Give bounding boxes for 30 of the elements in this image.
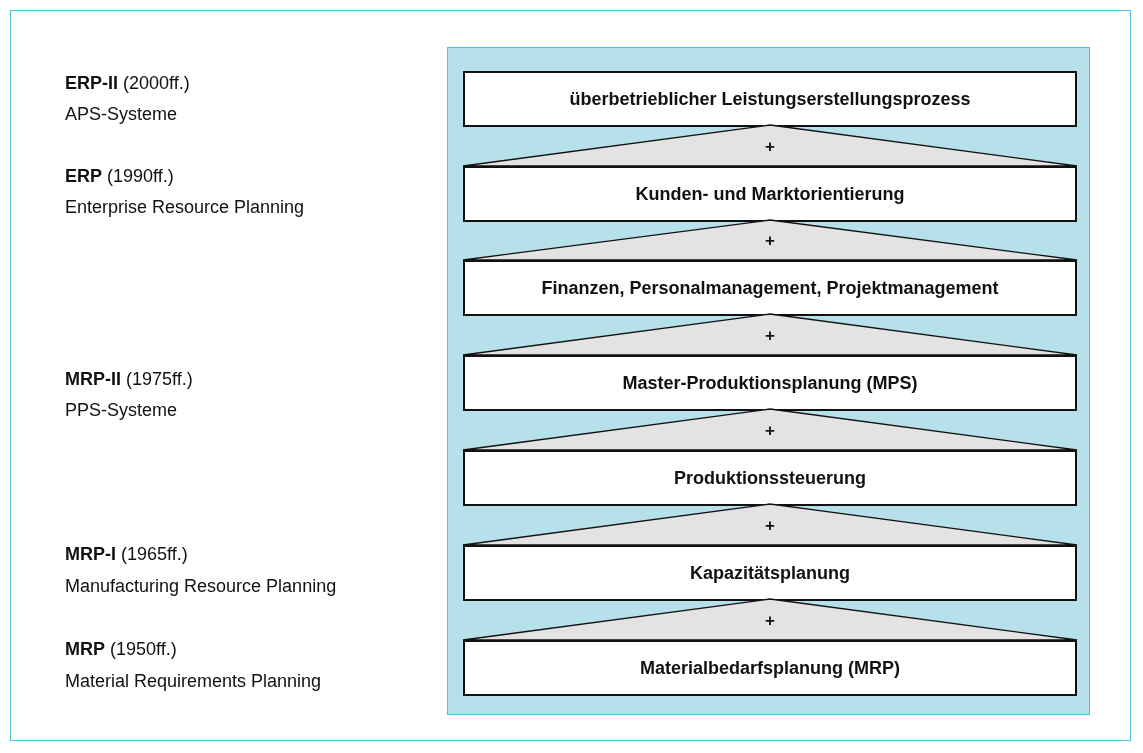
era-heading: ERP (1990ff.) bbox=[65, 166, 174, 187]
system-name: Material Requirements Planning bbox=[65, 671, 322, 692]
system-name: Enterprise Resource Planning bbox=[65, 197, 305, 218]
system-name: PPS-Systeme bbox=[65, 400, 178, 421]
era-heading: ERP-II (2000ff.) bbox=[65, 73, 190, 94]
triangle-connector bbox=[463, 409, 1077, 450]
plus-sign: + bbox=[765, 420, 775, 441]
process-box: Kunden- und Marktorientierung bbox=[463, 166, 1077, 222]
process-box: Produktionssteuerung bbox=[463, 450, 1077, 506]
process-box: überbetrieblicher Leistungserstellungsprozess bbox=[463, 71, 1077, 127]
triangle-connector bbox=[463, 220, 1077, 260]
plus-sign: + bbox=[765, 231, 775, 251]
process-box: Finanzen, Personalmanagement, Projektmanagement bbox=[463, 260, 1077, 316]
plus-sign: + bbox=[765, 515, 775, 536]
plus-sign: + bbox=[765, 325, 775, 346]
process-box: Master-Produktionsplanung (MPS) bbox=[463, 355, 1077, 411]
era-heading: MRP-II (1975ff.) bbox=[65, 369, 193, 390]
plus-sign: + bbox=[765, 136, 775, 157]
triangle-connector bbox=[463, 314, 1077, 355]
system-name: APS-Systeme bbox=[65, 104, 178, 125]
triangle-connector bbox=[463, 599, 1077, 640]
era-heading: MRP-I (1965ff.) bbox=[65, 544, 188, 565]
process-box: Kapazitätsplanung bbox=[463, 545, 1077, 601]
process-box: Materialbedarfsplanung (MRP) bbox=[463, 640, 1077, 696]
triangle-connector bbox=[463, 125, 1077, 166]
triangle-connector bbox=[463, 504, 1077, 545]
era-heading: MRP (1950ff.) bbox=[65, 639, 177, 660]
background-panel bbox=[447, 47, 1090, 715]
plus-sign: + bbox=[765, 610, 775, 631]
system-name: Manufacturing Resource Planning bbox=[65, 576, 337, 597]
